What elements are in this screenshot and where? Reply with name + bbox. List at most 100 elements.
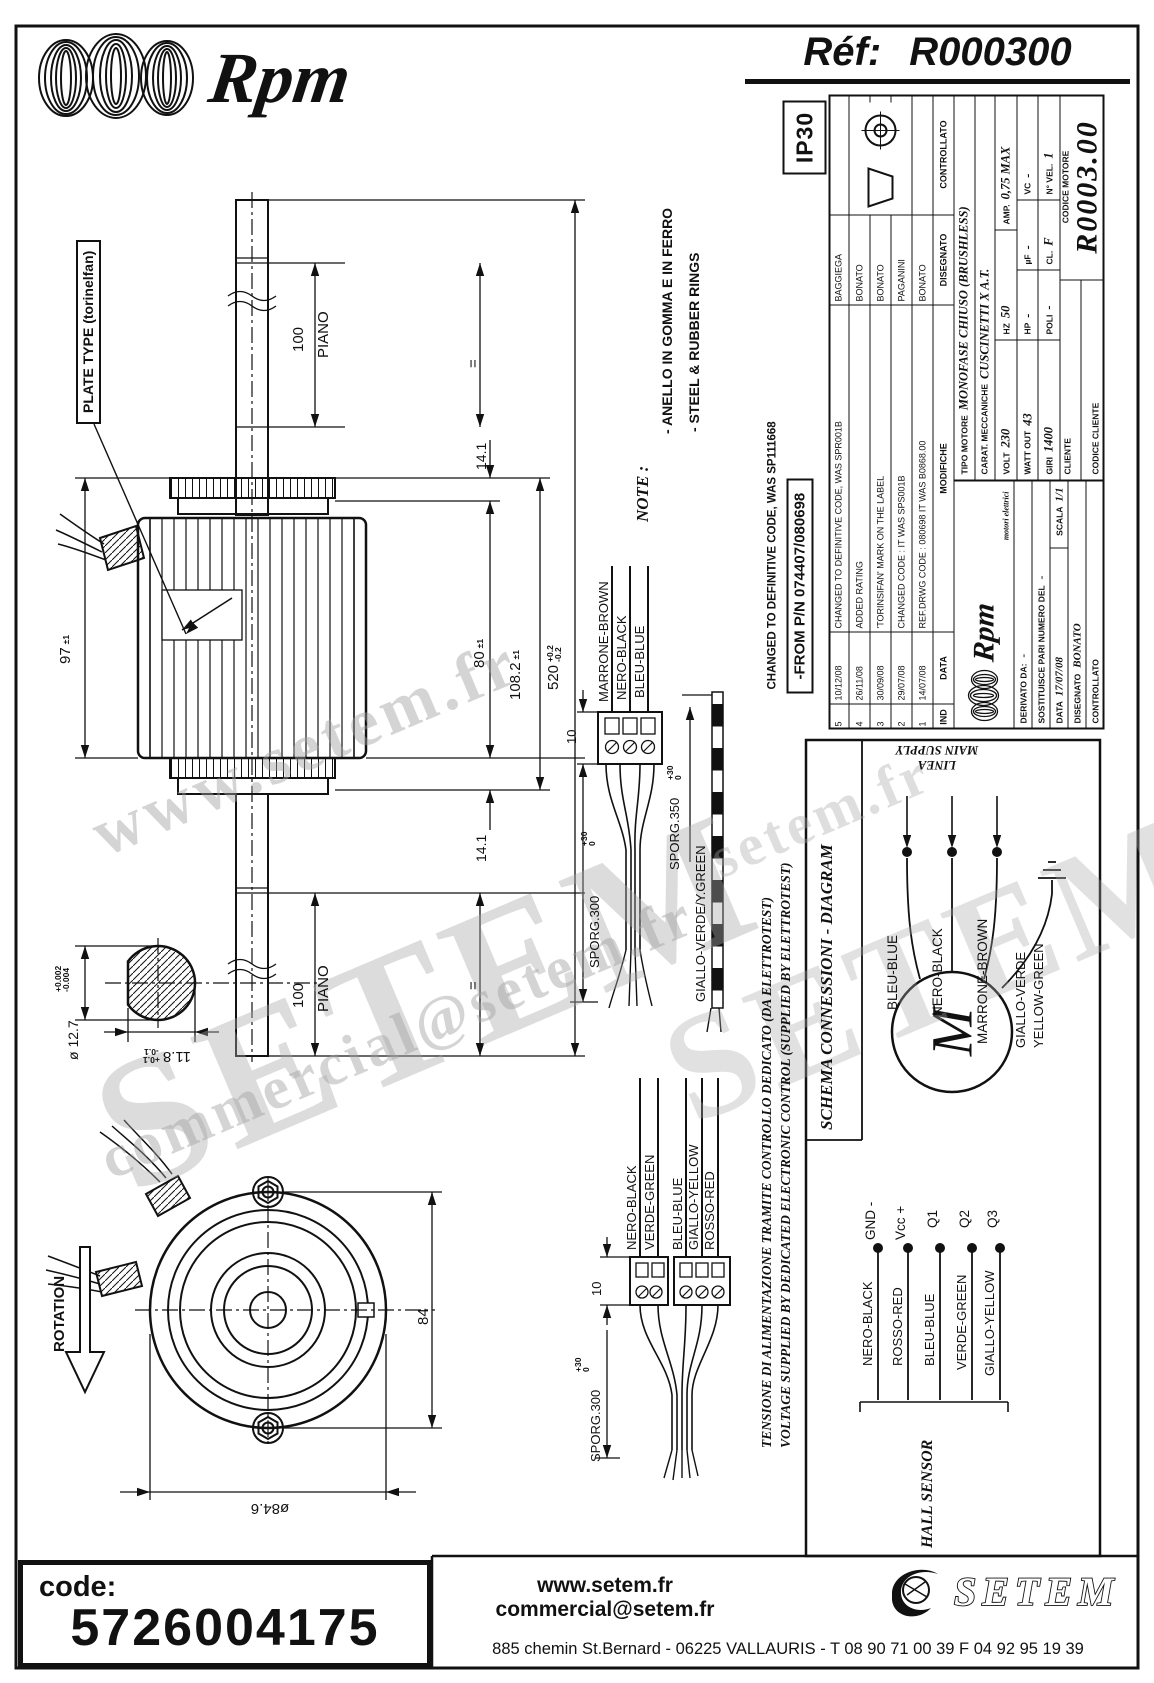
note-title: NOTE : [633,465,652,522]
hall-sensor-title: HALL SENSOR [919,1439,936,1548]
sostituisce-label: SOSTITUISCE PARI NUMERO DEL [1036,585,1046,724]
schema-earth-2: YELLOW-GREEN [1031,943,1046,1048]
rev-header-modifiche: MODIFICHE [933,304,955,632]
hall-lead-red: ROSSO-RED [890,1287,905,1366]
scala-label: SCALA [1054,506,1064,536]
equal-mark-top: = [465,359,482,368]
rev-ind: 4 [849,703,871,730]
schema-diagram: M [804,738,1102,1558]
supply-wire-black: NERO-BLACK [614,615,629,700]
setem-logo: SETEM [878,1560,1140,1622]
bottom-shaft [235,793,269,1057]
code-value: 5726004175 [70,1599,380,1657]
dim-shaft-dia: ø 12.7 [65,1020,81,1060]
hall-lead-black: NERO-BLACK [860,1281,875,1366]
lower-ring-2 [177,777,329,795]
cliente-label: CLIENTE [1062,438,1073,475]
dim-84: 84 [415,1308,432,1325]
hall-connector-1 [629,1256,669,1306]
rev-date: 14/07/08 [912,631,934,704]
volt-label: VOLT [1001,452,1012,475]
carat-value: CUSCINETTI X A.T. [977,268,992,379]
uf-label: µF [1022,254,1033,265]
data-label: DATA [1054,701,1064,724]
plate-leader [93,423,187,635]
schema-box [804,738,1102,1558]
note-changed-definitive: CHANGED TO DEFINITIVE CODE, WAS SP111668 [766,421,779,690]
note-from-pn: -FROM P/N 074407/080698 [786,478,814,694]
motor-letter: M [920,1005,985,1057]
side-view-dimensions [75,199,585,1057]
cl-label: CL. [1044,250,1055,265]
nvel-label: N° VEL. [1044,163,1055,195]
watt-value: 43 [1020,413,1035,426]
rev-date: 30/09/08 [870,631,892,704]
coil-logo-icon [38,33,194,119]
cable-gland-1 [144,1174,192,1218]
dim-piano-top: PIANO [315,311,332,358]
brand-small: Rpm [967,601,1000,664]
hall-bundle [639,1304,719,1450]
motor-side-view [55,192,368,1062]
hall-wires [639,1078,719,1257]
footer-address: 885 chemin St.Bernard - 06225 VALLAURIS … [492,1640,1084,1658]
rev-by: BAGGIEGA [828,214,850,305]
hall-signal-gnd: GND - [863,1201,878,1240]
vc-label: VC [1022,182,1033,195]
scala-value: 1/1 [1053,487,1065,502]
rev-header-controllato: CONTROLLATO [933,94,955,215]
setem-brand-text: SETEM [954,1569,1120,1614]
dim-100-top: 100 [290,326,307,352]
supply-note-en: VOLTAGE SUPPLIED BY DEDICATED ELECTRONIC… [778,862,793,1448]
giri-label: GIRI [1044,457,1055,475]
ref-value: R000300 [909,30,1072,74]
supply-wires [611,566,649,712]
brand-text: Rpm [204,38,356,118]
title-block-main: Rpm motori elettrici DERIVATO DA:- SOSTI… [954,94,1105,730]
coil-logo-small [967,669,999,722]
supply-wire-brown: MARRONE-BROWN [596,581,611,702]
rev-header-ind: IND [933,703,955,730]
schema-title: SCHEMA CONNESSIONI - DIAGRAM [817,844,836,1130]
hall-bracket [859,1401,1009,1412]
dim-100-bottom: 100 [290,982,307,1008]
poli-label: POLI [1044,314,1055,335]
rev-ind: 1 [912,703,934,730]
upper-ring [169,477,336,499]
shaft-break-top [227,290,277,312]
rotation-label: ROTATION [51,1275,68,1352]
giri-value: 1400 [1041,427,1056,453]
equal-mark-bottom: = [465,981,482,990]
note-item-1: - ANELLO IN GOMMA E IN FERRO [659,207,675,434]
schema-wire-brown: MARRONE-BROWN [975,918,990,1044]
amp-value: 0,75 MAX [998,146,1013,200]
dim-14-1-bottom: 14.1 [473,834,489,862]
hall-sporg-300: SPORG.300 [588,1389,603,1462]
rev-ind: 5 [828,703,850,730]
rev-text: CHANGED CODE : IT WAS SPS001B [891,304,913,632]
dim-520: 520+0.2-0.2 [545,645,564,690]
dim-80: 80±1 [471,638,488,668]
schema-wire-black: NERO-BLACK [930,928,945,1016]
hall-wire-green: VERDE-GREEN [642,1154,657,1250]
rev-date: 26/11/08 [849,631,871,704]
upper-ring-2 [177,497,329,515]
tipo-label: TIPO MOTORE [959,415,970,475]
rev-text: ADDED RATING [849,304,871,632]
hall-signal-q3: Q3 [985,1209,1000,1228]
note-item-2: - STEEL & RUBBER RINGS [686,252,702,432]
vc-value: - [1020,173,1035,178]
hall-lead-yellow: GIALLO-YELLOW [982,1270,997,1376]
gland-wires [55,513,107,561]
footer-email: commercial@setem.fr [495,1598,715,1621]
cable-gland-2 [94,1260,144,1298]
dim-piano-bottom: PIANO [315,965,332,1012]
rev-by: BONATO [849,214,871,305]
rev-text: 'TORINSIFAN' MARK ON THE LABEL [870,304,892,632]
controllato-label: CONTROLLATO [1090,659,1101,724]
rev-text: CHANGED TO DEFINITIVE CODE, WAS SPR001B [828,304,850,632]
hall-wire-yellow: GIALLO-YELLOW [686,1144,701,1250]
